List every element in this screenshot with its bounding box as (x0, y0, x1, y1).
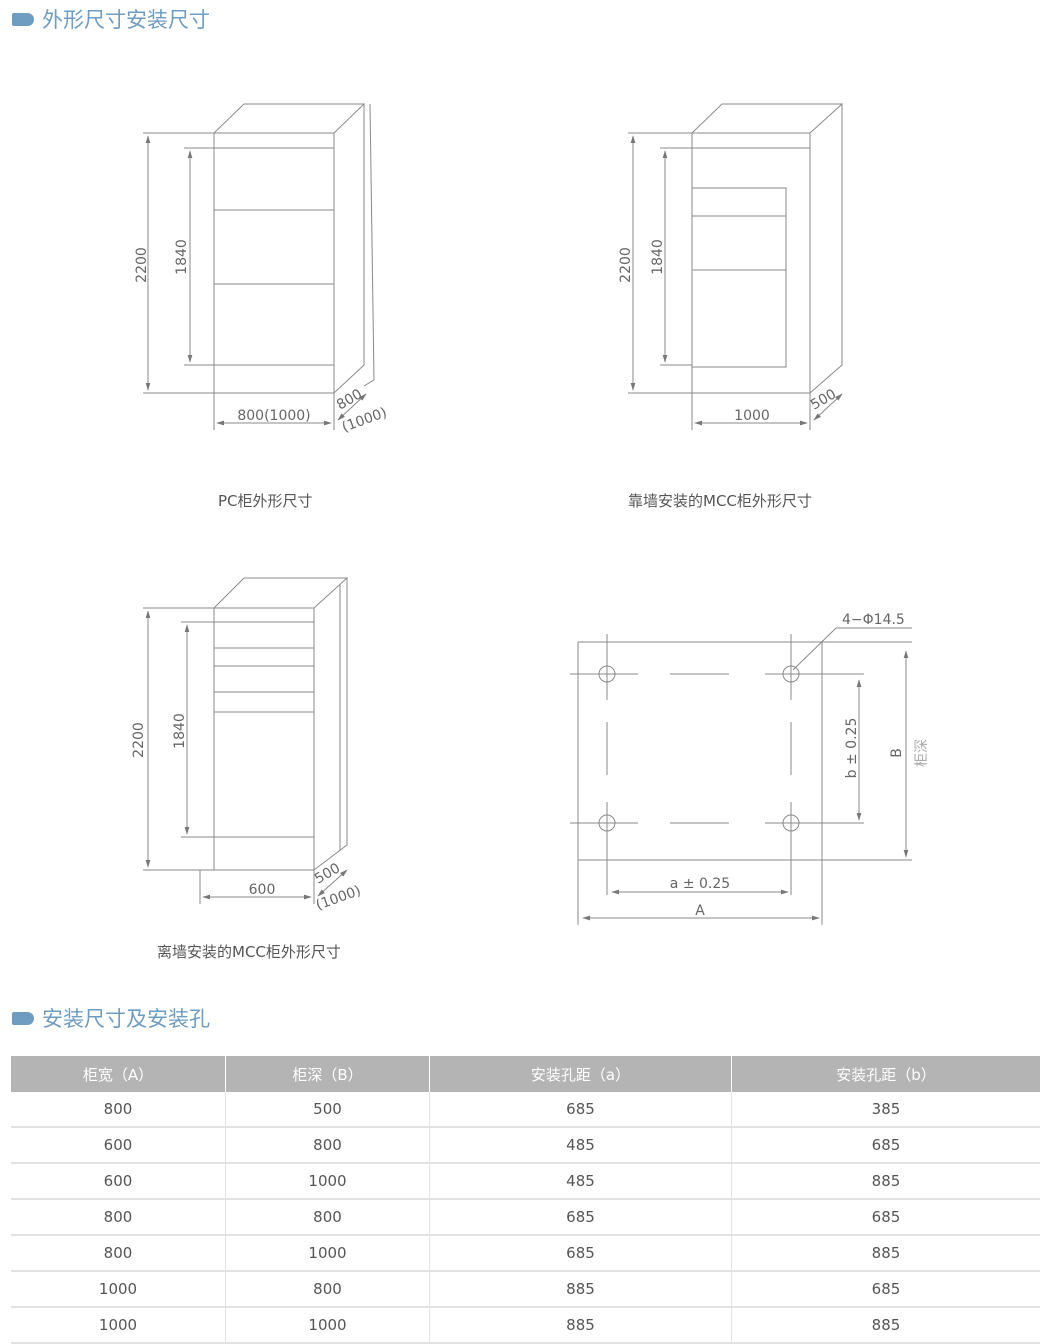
section-title: 外形尺寸安装尺寸 (42, 8, 210, 32)
hole-spec-label: 4−Φ14.5 (842, 612, 905, 628)
table-cell: 1000 (11, 1271, 226, 1308)
section-header-dimensions: 外形尺寸安装尺寸 (12, 4, 210, 34)
section-title: 安装尺寸及安装孔 (42, 1007, 210, 1031)
table-cell: 800 (225, 1199, 430, 1236)
table-cell: 800 (225, 1271, 430, 1308)
table-cell: 685 (731, 1127, 1040, 1164)
table-cell: 385 (731, 1092, 1040, 1128)
drawings: 2200 1840 800(1000) 800 (1000) 2200 1840… (131, 103, 930, 925)
B-dim-label: B (889, 748, 905, 758)
table-cell: 800 (11, 1092, 226, 1128)
wall-mcc-caption: 靠墙安装的MCC柜外形尺寸 (628, 492, 812, 510)
table-cell: 600 (11, 1163, 226, 1200)
pc-width-label: 800(1000) (237, 408, 310, 424)
A-dim-label: A (695, 903, 705, 919)
free-depth-alt-label: (1000) (314, 883, 363, 914)
table-cell: 800 (225, 1127, 430, 1164)
mounting-hole (782, 665, 800, 683)
table-cell: 800 (11, 1199, 226, 1236)
depth-label: 柜深 (914, 739, 930, 767)
table-cell: 800 (11, 1235, 226, 1272)
table-cell: 500 (225, 1092, 430, 1128)
section-marker-icon (12, 1011, 34, 1025)
table-cell: 885 (429, 1271, 732, 1308)
table-cell: 685 (429, 1199, 732, 1236)
wall-mcc-drawing: 2200 1840 1000 500 (618, 103, 844, 430)
mounting-hole-drawing: 4−Φ14.5 b ± 0.25 B 柜深 a ± 0.25 A (570, 612, 930, 925)
table-cell: 685 (731, 1199, 1040, 1236)
header-depth: 柜深（B） (225, 1056, 430, 1092)
table-cell: 885 (731, 1163, 1040, 1200)
mounting-hole (598, 665, 616, 683)
header-hole-b: 安装孔距（b） (731, 1056, 1040, 1092)
wall-height-label: 2200 (618, 247, 634, 283)
table-cell: 685 (731, 1271, 1040, 1308)
table-cell: 485 (429, 1163, 732, 1200)
free-width-label: 600 (249, 882, 276, 898)
table-cell: 1000 (225, 1163, 430, 1200)
pc-height-label: 2200 (134, 247, 150, 283)
header-width: 柜宽（A） (11, 1056, 226, 1092)
table-cell: 1000 (11, 1307, 226, 1344)
free-height-label: 2200 (131, 722, 147, 758)
table-cell: 685 (429, 1092, 732, 1128)
mounting-hole (598, 814, 616, 832)
table-cell: 885 (429, 1307, 732, 1344)
table-cell: 885 (731, 1235, 1040, 1272)
pc-inner-height-label: 1840 (174, 239, 190, 275)
free-mcc-caption: 离墙安装的MCC柜外形尺寸 (157, 943, 341, 961)
table-header-row: 柜宽（A） 柜深（B） 安装孔距（a） 安装孔距（b） (11, 1056, 1040, 1092)
section-header-mounting: 安装尺寸及安装孔 (12, 1003, 210, 1033)
table-cell: 685 (429, 1235, 732, 1272)
pc-cabinet-drawing: 2200 1840 800(1000) 800 (1000) (134, 103, 389, 436)
free-inner-height-label: 1840 (172, 713, 188, 749)
mounting-hole (782, 814, 800, 832)
free-depth-label: 500 (312, 860, 343, 887)
pc-caption: PC柜外形尺寸 (218, 492, 313, 510)
table-cell: 485 (429, 1127, 732, 1164)
wall-inner-height-label: 1840 (650, 239, 666, 275)
a-dim-label: a ± 0.25 (670, 876, 730, 892)
free-mcc-drawing: 2200 1840 600 500 (1000) (131, 577, 363, 914)
b-dim-label: b ± 0.25 (844, 718, 860, 779)
table-cell: 885 (731, 1307, 1040, 1344)
table-cell: 1000 (225, 1235, 430, 1272)
header-hole-a: 安装孔距（a） (429, 1056, 732, 1092)
section-marker-icon (12, 12, 34, 26)
table-cell: 600 (11, 1127, 226, 1164)
wall-width-label: 1000 (734, 408, 770, 424)
table-cell: 1000 (225, 1307, 430, 1344)
